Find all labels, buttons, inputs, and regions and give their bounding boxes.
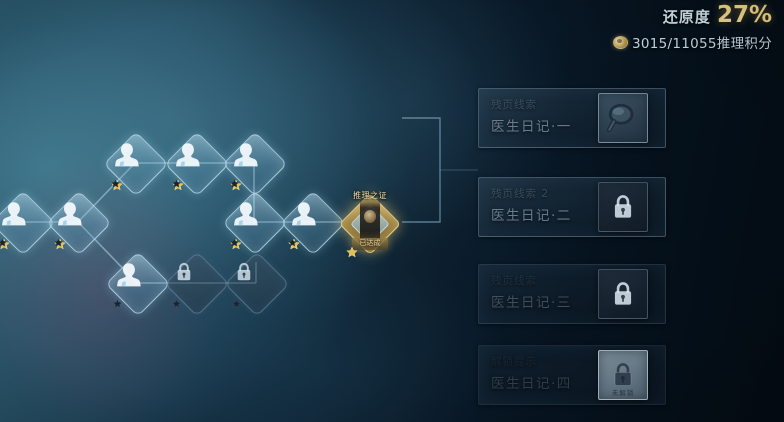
character-silhouette-icon [174, 141, 218, 185]
selected-node-sublabel: 已达成 [359, 239, 381, 247]
score-text: 3015/11055推理积分 [631, 36, 772, 52]
restore-row: 还原度 27% [613, 4, 772, 27]
score-row: 3015/11055推理积分 [612, 32, 772, 52]
lock-icon [610, 280, 636, 308]
clue-card-subtitle: 残页线索 2 [491, 188, 550, 200]
character-silhouette-icon [232, 200, 276, 244]
character-silhouette-icon [290, 200, 334, 244]
restore-percent: 27% [716, 2, 772, 28]
coin-icon [612, 35, 628, 49]
character-silhouette-icon [115, 261, 159, 305]
clue-card-subtitle: 解锁提示 [491, 356, 537, 368]
clue-card-icon-card2[interactable] [598, 182, 648, 232]
clue-card-title: 医生日记·三 [491, 295, 572, 311]
character-silhouette-icon [56, 200, 100, 244]
magnifier-icon [606, 101, 640, 135]
selected-node-base [352, 238, 388, 250]
selected-character-head [364, 210, 376, 223]
selected-node-frame: 推理之证已达成 [338, 188, 402, 258]
clue-card-icon-card1[interactable] [598, 93, 648, 143]
lock-icon [234, 261, 278, 305]
clue-card-lock-label: 未解锁 [611, 389, 635, 397]
lock-icon [610, 361, 636, 389]
clue-card-icon-card4[interactable]: 未解锁 [598, 350, 648, 400]
selected-node-label: 推理之证 [353, 191, 387, 200]
character-silhouette-icon [0, 200, 44, 244]
clue-card-subtitle: 残页线索 [491, 99, 537, 111]
skill-tree[interactable]: 推理之证已达成 [0, 0, 470, 422]
clue-card-subtitle: 残页线索 [491, 275, 537, 287]
clue-card-title: 医生日记·四 [491, 376, 572, 392]
clue-card-title: 医生日记·二 [491, 208, 572, 224]
clue-card-icon-card3[interactable] [598, 269, 648, 319]
lock-icon [174, 261, 218, 305]
clue-card-title: 医生日记·一 [491, 119, 572, 135]
character-silhouette-icon [232, 141, 276, 185]
character-silhouette-icon [113, 141, 157, 185]
panel-connector-bracket [402, 117, 478, 223]
restore-label: 还原度 [662, 8, 711, 26]
header-status: 还原度 27% 3015/11055推理积分 [612, 4, 772, 52]
lock-icon [610, 193, 636, 221]
